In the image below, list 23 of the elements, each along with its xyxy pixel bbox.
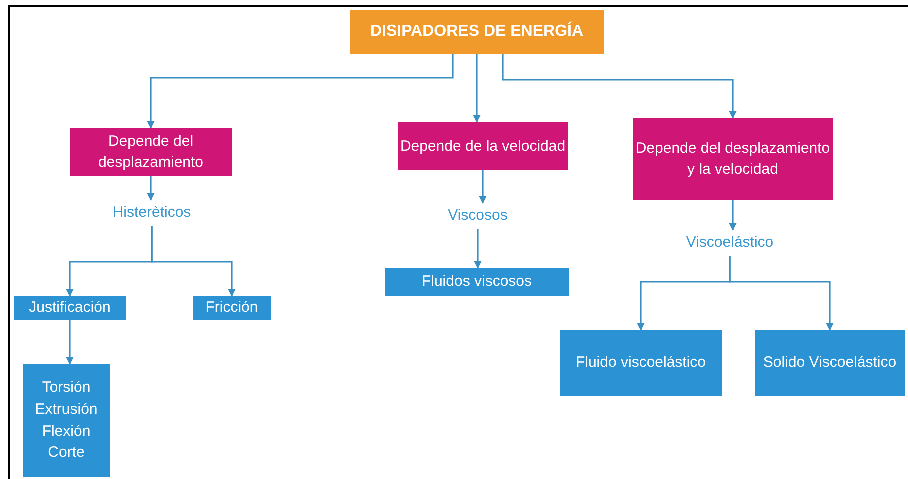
device-list-box: Torsión Extrusión Flexión Corte bbox=[23, 364, 110, 477]
arrow bbox=[729, 256, 834, 331]
arrow bbox=[473, 54, 481, 123]
type-label: Histerèticos bbox=[102, 200, 202, 226]
arrow bbox=[729, 200, 737, 231]
category-box: Depende del desplazamiento bbox=[70, 128, 232, 176]
arrow bbox=[474, 229, 482, 269]
title-box: DISIPADORES DE ENERGÍA bbox=[350, 10, 604, 54]
arrow bbox=[479, 170, 487, 204]
arrow bbox=[151, 226, 236, 297]
device-box: Justificación bbox=[14, 296, 126, 320]
device-box: Fluidos viscosos bbox=[385, 268, 569, 296]
arrow bbox=[66, 320, 74, 365]
type-label: Viscosos bbox=[438, 203, 518, 229]
category-box: Depende del desplazamiento y la velocidad bbox=[633, 118, 833, 200]
arrow bbox=[147, 176, 155, 201]
device-box: Fluido viscoelástico bbox=[560, 330, 722, 396]
device-box: Fricción bbox=[193, 296, 271, 320]
arrow bbox=[502, 54, 737, 119]
arrow bbox=[147, 54, 454, 129]
type-label: Viscoelástico bbox=[672, 230, 788, 256]
category-box: Depende de la velocidad bbox=[398, 122, 568, 170]
device-box: Solido Viscoelástico bbox=[755, 330, 905, 396]
